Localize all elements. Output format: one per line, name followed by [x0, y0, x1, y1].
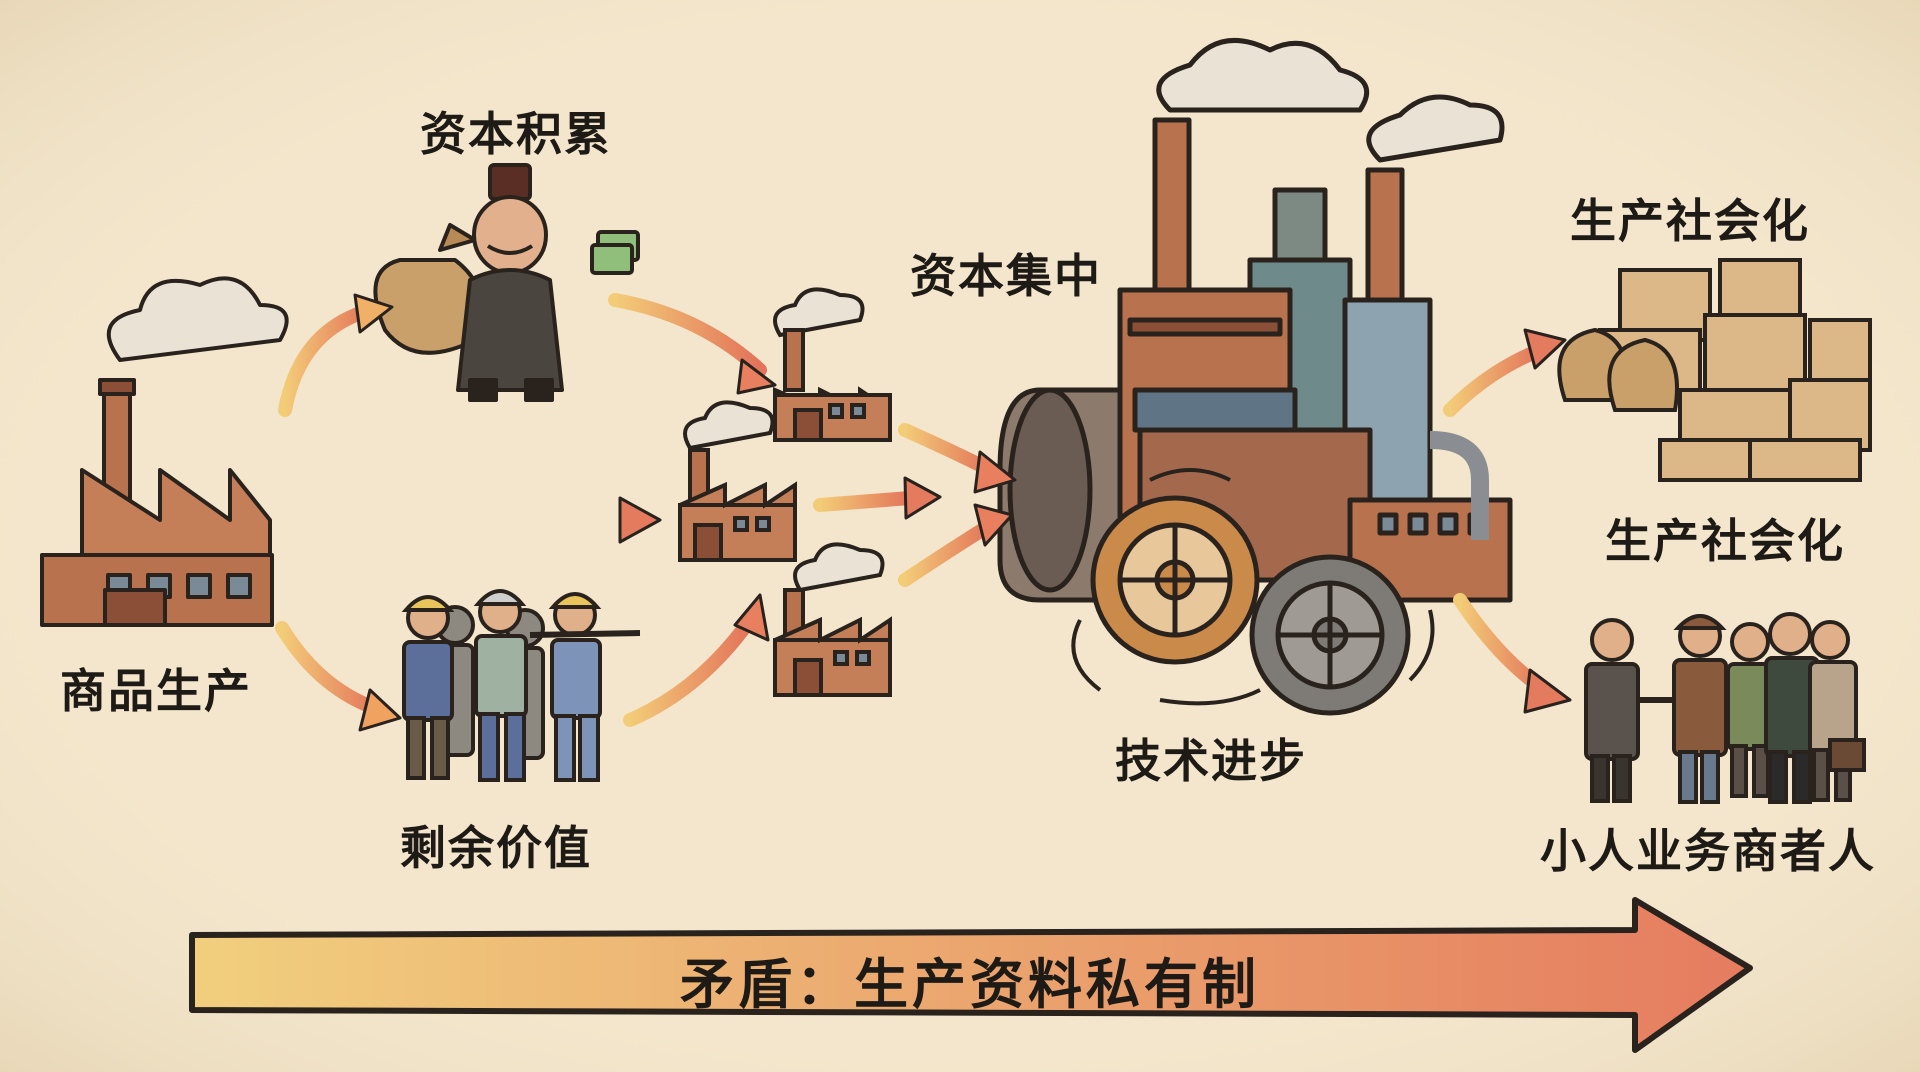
rotation-arrows-icon — [1071, 468, 1435, 706]
arrow-surplus-to-factory — [623, 613, 757, 727]
gear-large-icon — [1090, 495, 1260, 665]
banner-text: 矛盾：生产资料私有制 — [680, 953, 1260, 1016]
arrow-to-goods — [1443, 343, 1547, 417]
goods-pile-icon — [1557, 258, 1872, 482]
label-socialization-bottom: 生产社会化 — [1605, 514, 1845, 568]
label-socialization-top: 生产社会化 — [1570, 194, 1810, 248]
label-capital-accumulation: 资本积累 — [420, 107, 612, 161]
business-people-icon — [1584, 612, 1866, 804]
label-surplus-value: 剩余价值 — [400, 821, 592, 875]
contradiction-banner-arrow — [189, 897, 1753, 1053]
workers-icon — [401, 589, 641, 782]
small-factory-middle-icon — [678, 400, 797, 562]
label-tech-progress: 技术进步 — [1115, 734, 1307, 788]
gear-small-icon — [1249, 554, 1411, 716]
arrow-heads — [353, 293, 1572, 732]
label-commodity-production: 商品生产 — [60, 664, 252, 718]
arrow-to-capital — [278, 303, 377, 417]
label-small-business: 小人业务商者人 — [1540, 824, 1876, 878]
small-factory-bottom-icon — [773, 542, 892, 697]
commodity-factory-icon — [40, 276, 289, 627]
arrow-capital-to-factory — [608, 293, 767, 377]
arrow-middle-short — [813, 491, 917, 512]
label-capital-concentration: 资本集中 — [910, 249, 1102, 303]
small-factory-top-icon — [773, 287, 892, 442]
capitalist-icon — [373, 163, 640, 402]
